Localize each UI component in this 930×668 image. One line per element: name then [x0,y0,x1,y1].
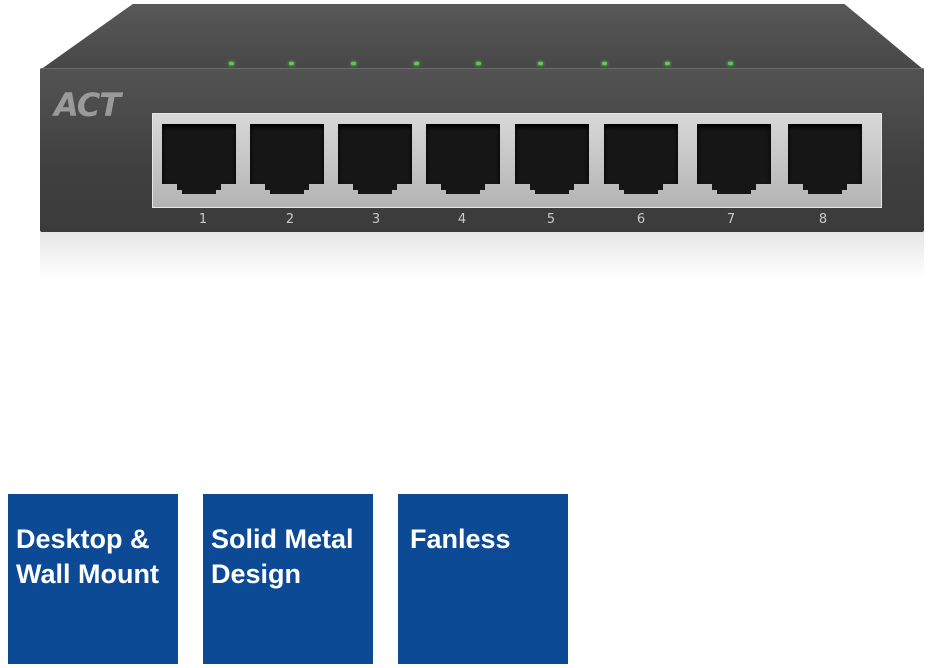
status-led [728,62,733,65]
feature-tile-mount: Desktop & Wall Mount [8,494,178,664]
status-led [351,62,356,65]
status-led [289,62,294,65]
port-number-label: 6 [636,212,646,227]
status-led [538,62,543,65]
network-switch-image: ACT 1 2 3 4 5 6 7 8 [0,0,930,300]
port-number-label: 4 [457,212,467,227]
port-panel [152,113,882,208]
ethernet-port-3 [335,124,415,196]
status-led [476,62,481,65]
feature-label: Solid Metal Design [211,524,354,589]
status-led [602,62,607,65]
ethernet-port-4 [423,124,503,196]
surface-reflection [40,232,924,278]
port-number-label: 8 [818,212,828,227]
ethernet-port-7 [694,124,774,196]
ethernet-port-6 [601,124,681,196]
port-number-label: 2 [285,212,295,227]
status-led [665,62,670,65]
port-number-label: 3 [371,212,381,227]
port-number-label: 1 [198,212,208,227]
ethernet-port-8 [785,124,865,196]
feature-tile-metal: Solid Metal Design [203,494,373,664]
status-led [229,62,234,65]
brand-logo: ACT [54,86,121,124]
ethernet-port-1 [159,124,239,196]
ethernet-port-5 [512,124,592,196]
status-led [414,62,419,65]
switch-top-cover [40,4,924,70]
feature-label: Desktop & Wall Mount [16,524,159,589]
feature-label: Fanless [410,524,511,554]
port-number-label: 7 [726,212,736,227]
feature-tile-fanless: Fanless [398,494,568,664]
ethernet-port-2 [247,124,327,196]
port-number-label: 5 [546,212,556,227]
